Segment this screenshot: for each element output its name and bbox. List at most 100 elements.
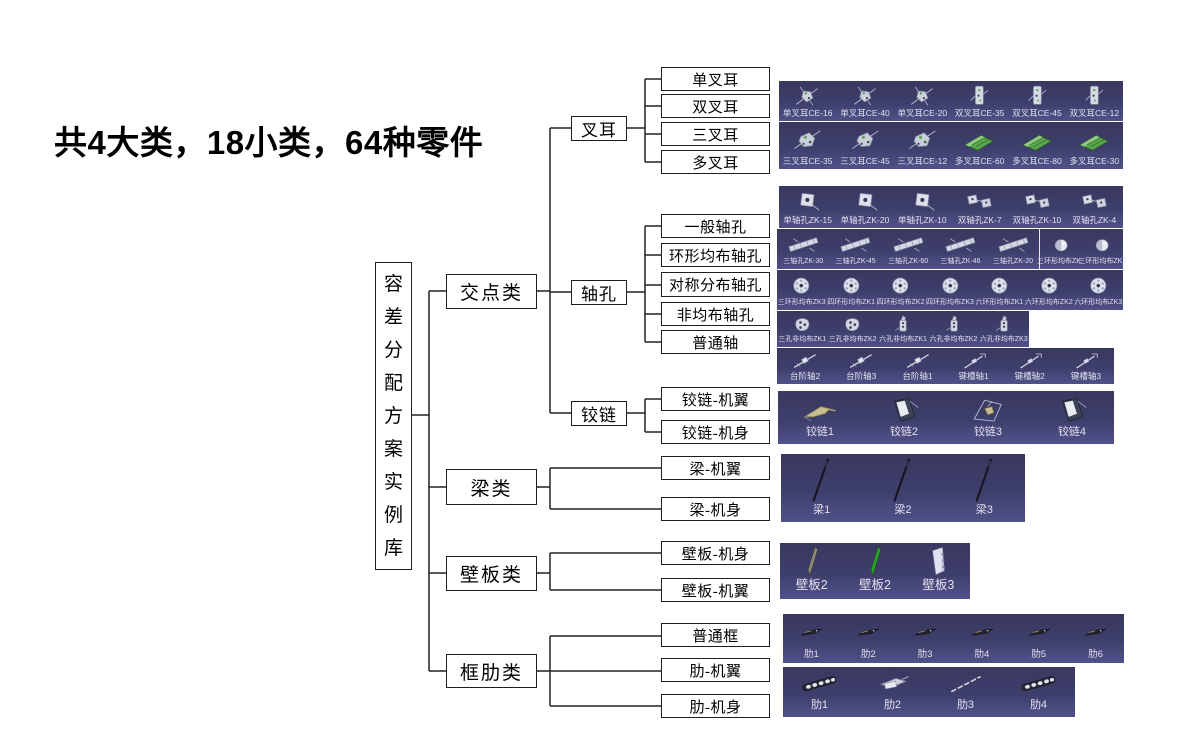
part-caption: 三轴孔ZK-60 bbox=[888, 258, 929, 266]
tree-leaf-huanxingjunbu: 环形均布轴孔 bbox=[661, 243, 770, 267]
lug-a-part-icon bbox=[843, 83, 888, 108]
part-caption: 六环形均布ZK3 bbox=[1074, 299, 1123, 307]
part-caption: 肋1 bbox=[810, 699, 829, 712]
part-caption: 键槽轴1 bbox=[958, 371, 989, 382]
part-caption: 台阶轴3 bbox=[846, 371, 877, 382]
part-cell: 肋6 bbox=[1067, 614, 1124, 663]
part-cell: 六孔非均布ZK2 bbox=[928, 311, 979, 347]
lug-c-part-icon bbox=[900, 124, 945, 156]
part-caption: 三叉耳CE-45 bbox=[840, 156, 890, 167]
part-cell: 双叉耳CE-12 bbox=[1065, 81, 1123, 121]
shaft2-part-icon bbox=[1064, 350, 1108, 371]
bar-part-icon bbox=[835, 231, 876, 258]
lug-b-part-icon bbox=[1072, 83, 1117, 108]
rib-s-part-icon bbox=[846, 616, 890, 649]
part-caption: 三叉耳CE-12 bbox=[897, 156, 948, 167]
rib-s-part-icon bbox=[903, 616, 947, 649]
part-cell: 三环形均布ZK3 bbox=[777, 270, 827, 310]
part-caption: 铰链2 bbox=[889, 426, 919, 439]
part-cell: 多叉耳CE-30 bbox=[1065, 122, 1123, 169]
tree-leaf-biban-jiyi: 壁板-机翼 bbox=[661, 578, 770, 602]
part-cell: 双叉耳CE-45 bbox=[1008, 81, 1066, 121]
holes-part-icon bbox=[833, 313, 872, 336]
part-caption: 壁板3 bbox=[922, 578, 955, 593]
part-cell: 三轴孔ZK-46 bbox=[934, 229, 987, 269]
lug-d-part-icon bbox=[1072, 124, 1117, 156]
bar-part-icon bbox=[940, 231, 981, 258]
part-cell: 梁3 bbox=[943, 454, 1025, 522]
blade-gray-part-icon bbox=[784, 545, 840, 578]
bar-part-icon bbox=[888, 231, 929, 258]
part-cell: 键槽轴2 bbox=[1001, 348, 1058, 384]
part-caption: 多叉耳CE-30 bbox=[1069, 156, 1120, 167]
rib-l-part-icon bbox=[791, 669, 848, 699]
part-cell: 肋1 bbox=[783, 614, 840, 663]
part-cell: 三环形均布ZK2 bbox=[1078, 229, 1126, 269]
part-caption: 双轴孔ZK-7 bbox=[957, 215, 1002, 226]
bar-part-icon bbox=[993, 231, 1034, 258]
part-cell: 三孔非均布ZK1 bbox=[777, 311, 828, 347]
tree-node-chaer: 叉耳 bbox=[571, 116, 627, 141]
shaft2-part-icon bbox=[1008, 350, 1052, 371]
part-cell: 肋3 bbox=[896, 614, 954, 663]
holes-part-icon bbox=[783, 313, 822, 336]
part-cell: 键槽轴1 bbox=[945, 348, 1002, 384]
part-cell: 多叉耳CE-60 bbox=[950, 122, 1009, 169]
part-cell: 单轴孔ZK-20 bbox=[836, 186, 894, 228]
part-cell: 单轴孔ZK-15 bbox=[779, 186, 837, 228]
part-caption: 双叉耳CE-12 bbox=[1069, 108, 1120, 119]
tree-leaf-jiaolian-jishen: 铰链-机身 bbox=[661, 420, 770, 444]
tree-root-node: 容差分配方案实例库 bbox=[375, 262, 412, 570]
plate-part-icon bbox=[900, 188, 945, 215]
part-cell: 壁板3 bbox=[906, 543, 970, 599]
part-caption: 多叉耳CE-80 bbox=[1012, 156, 1062, 167]
part-cell: 双轴孔ZK-4 bbox=[1065, 186, 1123, 228]
ring-part-icon bbox=[931, 272, 970, 299]
cluster-part-icon bbox=[1072, 188, 1117, 215]
lug-c-part-icon bbox=[785, 124, 830, 156]
rib-plate-part-icon bbox=[864, 669, 921, 699]
tree-leaf-feijunbu: 非均布轴孔 bbox=[661, 302, 770, 326]
part-cell: 肋3 bbox=[929, 667, 1002, 717]
tree-leaf-duichenfenbu: 对称分布轴孔 bbox=[661, 272, 770, 297]
part-caption: 梁1 bbox=[813, 504, 831, 517]
part-caption: 三孔非均布ZK1 bbox=[778, 336, 827, 344]
part-caption: 双叉耳CE-35 bbox=[954, 108, 1005, 119]
part-caption: 键槽轴3 bbox=[1070, 371, 1102, 382]
lug-c-part-icon bbox=[843, 124, 888, 156]
part-caption: 三叉耳CE-35 bbox=[782, 156, 833, 167]
part-cell: 键槽轴3 bbox=[1057, 348, 1115, 384]
ring-part-icon bbox=[1030, 272, 1069, 299]
part-caption: 肋3 bbox=[956, 699, 975, 712]
part-caption: 三轴孔ZK-30 bbox=[783, 258, 824, 266]
hinge-a-part-icon bbox=[787, 393, 853, 426]
tree-leaf-liang-jiyi: 梁-机翼 bbox=[661, 456, 770, 480]
hinge-c-part-icon bbox=[955, 393, 1021, 426]
part-cell: 三轴孔ZK-60 bbox=[881, 229, 935, 269]
tree-leaf-yibanzhoukong: 一般轴孔 bbox=[661, 214, 770, 238]
part-caption: 四环形均布ZK1 bbox=[827, 299, 876, 307]
part-caption: 三孔非均布ZK2 bbox=[828, 336, 877, 344]
tree-leaf-lei-jishen: 肋-机身 bbox=[661, 694, 770, 718]
part-cell: 肋4 bbox=[953, 614, 1011, 663]
part-caption: 壁板2 bbox=[859, 578, 891, 593]
part-cell: 台阶轴3 bbox=[833, 348, 890, 384]
tree-leaf-duochaer: 多叉耳 bbox=[661, 150, 770, 174]
part-cell: 铰链4 bbox=[1030, 391, 1114, 444]
part-caption: 六环形均布ZK1 bbox=[975, 299, 1024, 307]
lug-d-part-icon bbox=[957, 124, 1002, 156]
part-caption: 铰链1 bbox=[805, 426, 835, 439]
rib-s-part-icon bbox=[1017, 616, 1061, 649]
part-caption: 肋4 bbox=[1029, 699, 1048, 712]
part-caption: 铰链3 bbox=[973, 426, 1003, 439]
part-caption: 六孔非均布ZK3 bbox=[979, 336, 1028, 344]
part-caption: 壁板2 bbox=[795, 578, 828, 593]
part-caption: 台阶轴1 bbox=[902, 371, 933, 382]
part-cell: 双叉耳CE-35 bbox=[950, 81, 1009, 121]
